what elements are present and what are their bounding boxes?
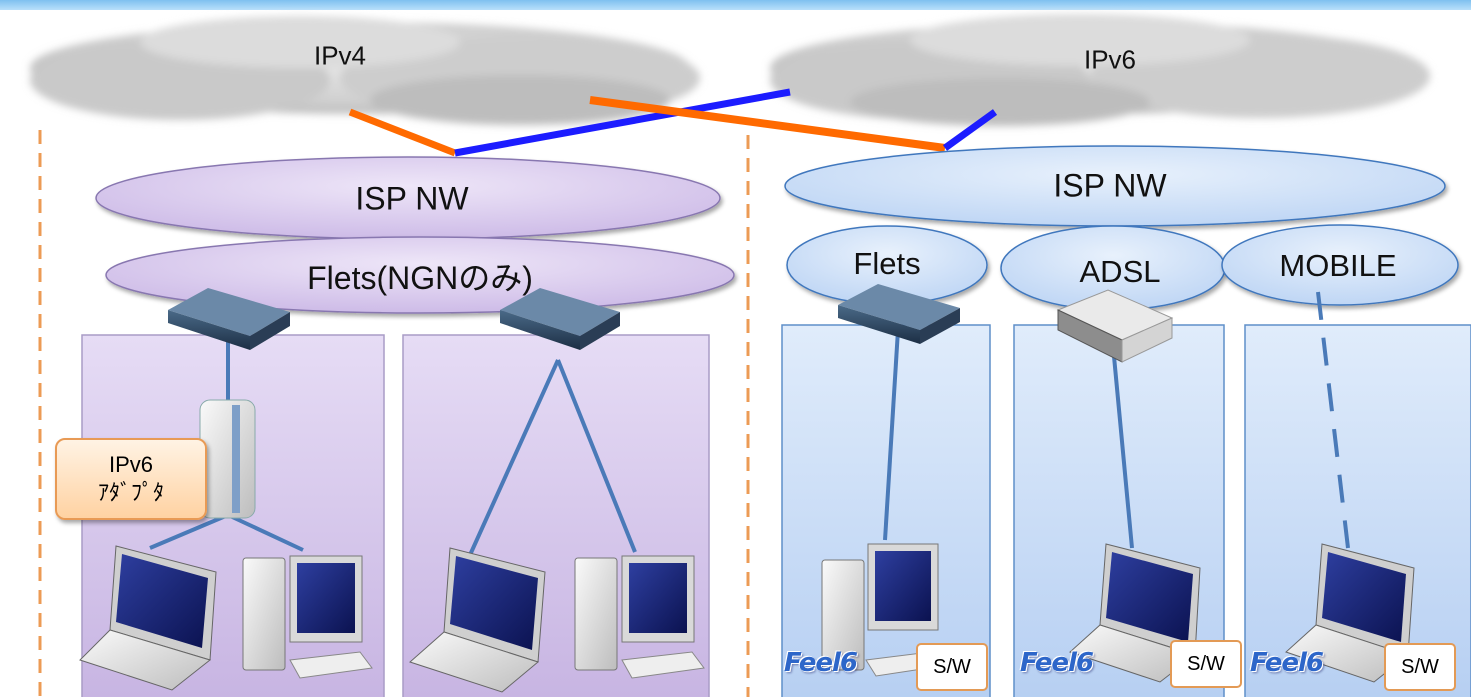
router-icon (838, 284, 960, 344)
software-badge: S/W (1170, 640, 1242, 688)
laptop-icon (1285, 543, 1415, 683)
router-icon (168, 288, 290, 350)
left-flets-label: Flets(NGNのみ) (307, 260, 533, 296)
left-isp-label: ISP NW (355, 180, 469, 217)
desktop-pc-icon (574, 555, 705, 679)
mobile-ellipse (1221, 224, 1459, 306)
ipv4-cloud (30, 16, 700, 125)
ipv4-uplink-right (589, 96, 946, 152)
ipv4-cloud-label: IPv4 (313, 40, 367, 71)
ipv4-uplink-left (348, 108, 457, 157)
mobile-access-label: MOBILE (1279, 248, 1397, 283)
ipv6-uplink-right (942, 109, 998, 151)
adsl-access-label: ADSL (1079, 254, 1161, 289)
laptop-icon (409, 547, 546, 693)
ipv6-adapter-device-icon (199, 399, 256, 519)
ipv6-adapter-label: IPv6 ｱﾀﾞﾌﾟﾀ (55, 438, 207, 520)
adsl-modem-icon (1056, 289, 1174, 363)
top-bar (0, 0, 1471, 10)
ipv6-adapter-label-line1: IPv6 (108, 452, 154, 477)
ipv6-cloud (770, 14, 1430, 126)
laptop-icon (79, 545, 217, 691)
right-isp-label: ISP NW (1053, 167, 1167, 204)
feel6-logo: Feel6 (1250, 648, 1324, 678)
desktop-pc-icon (821, 543, 943, 677)
desktop-pc-icon (242, 555, 373, 679)
laptop-icon (1069, 543, 1201, 683)
software-badge: S/W (1384, 643, 1456, 691)
ipv6-uplink-left (454, 88, 791, 157)
ipv6-cloud-label: IPv6 (1083, 44, 1137, 75)
router-icon (500, 288, 620, 350)
flets-access-label: Flets (853, 246, 921, 281)
software-badge: S/W (916, 643, 988, 691)
left-flets-ellipse (105, 236, 735, 314)
ipv6-adapter-label-line2: ｱﾀﾞﾌﾟﾀ (97, 480, 164, 505)
feel6-logo: Feel6 (784, 648, 858, 678)
feel6-logo: Feel6 (1020, 648, 1094, 678)
